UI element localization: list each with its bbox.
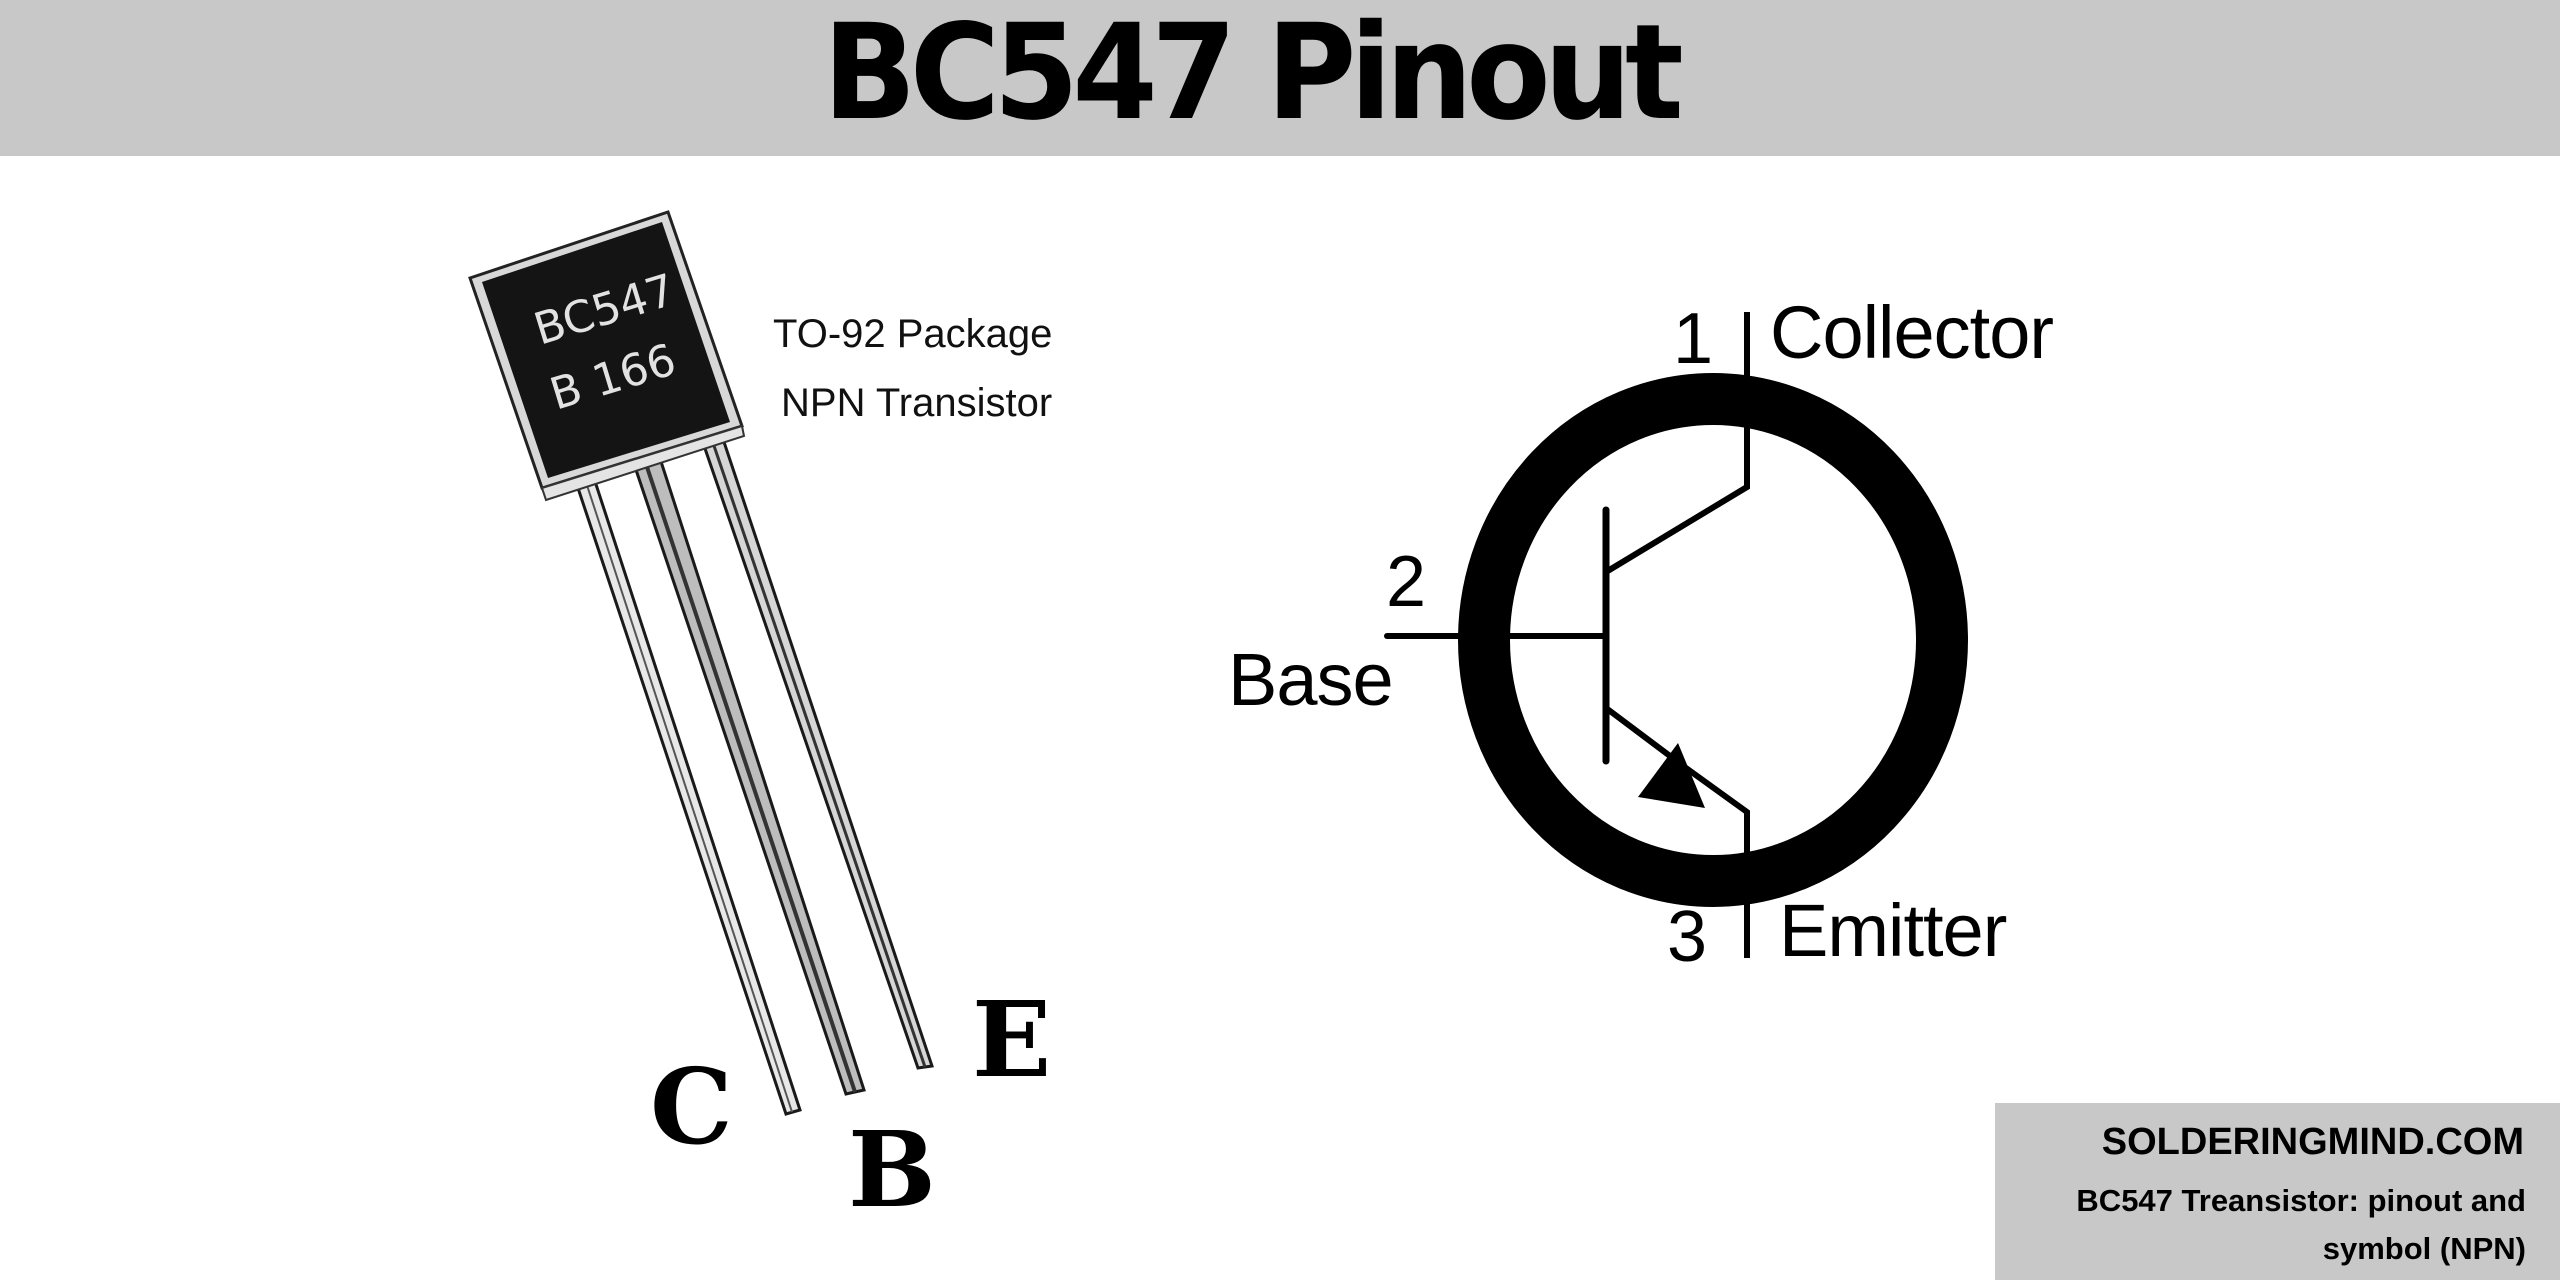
- transistor-type-note: NPN Transistor: [781, 381, 1053, 425]
- pin-label-emitter: Emitter: [1779, 889, 2007, 972]
- site-name: SOLDERINGMIND.COM: [2101, 1121, 2524, 1163]
- collector-connection: [1604, 438, 1750, 575]
- emitter-arrow-icon: [1638, 743, 1705, 808]
- pin-letter-base: B: [848, 1108, 936, 1231]
- pin-label-collector: Collector: [1770, 291, 2054, 374]
- transistor-leads: [570, 428, 934, 1116]
- header-banner: BC547 Pinout: [0, 0, 2560, 156]
- symbol-ring: [1458, 373, 1968, 907]
- page-title: BC547 Pinout: [822, 0, 1684, 150]
- pin-number-base: 2: [1386, 542, 1427, 622]
- to92-package: BC547 B 166: [468, 210, 746, 502]
- pin-letter-emitter: E: [972, 978, 1052, 1101]
- pin-number-emitter: 3: [1667, 897, 1708, 977]
- pin-label-base: Base: [1228, 638, 1394, 721]
- pin-number-collector: 1: [1673, 299, 1714, 379]
- credit-box: SOLDERINGMIND.COM BC547 Treansistor: pin…: [1995, 1103, 2560, 1280]
- pin-letter-collector: C: [650, 1045, 733, 1168]
- image-caption: BC547 Treansistor: pinout and symbol (NP…: [2076, 1183, 2526, 1266]
- package-type-note: TO-92 Package: [773, 312, 1053, 356]
- emitter-connection: [1604, 705, 1750, 958]
